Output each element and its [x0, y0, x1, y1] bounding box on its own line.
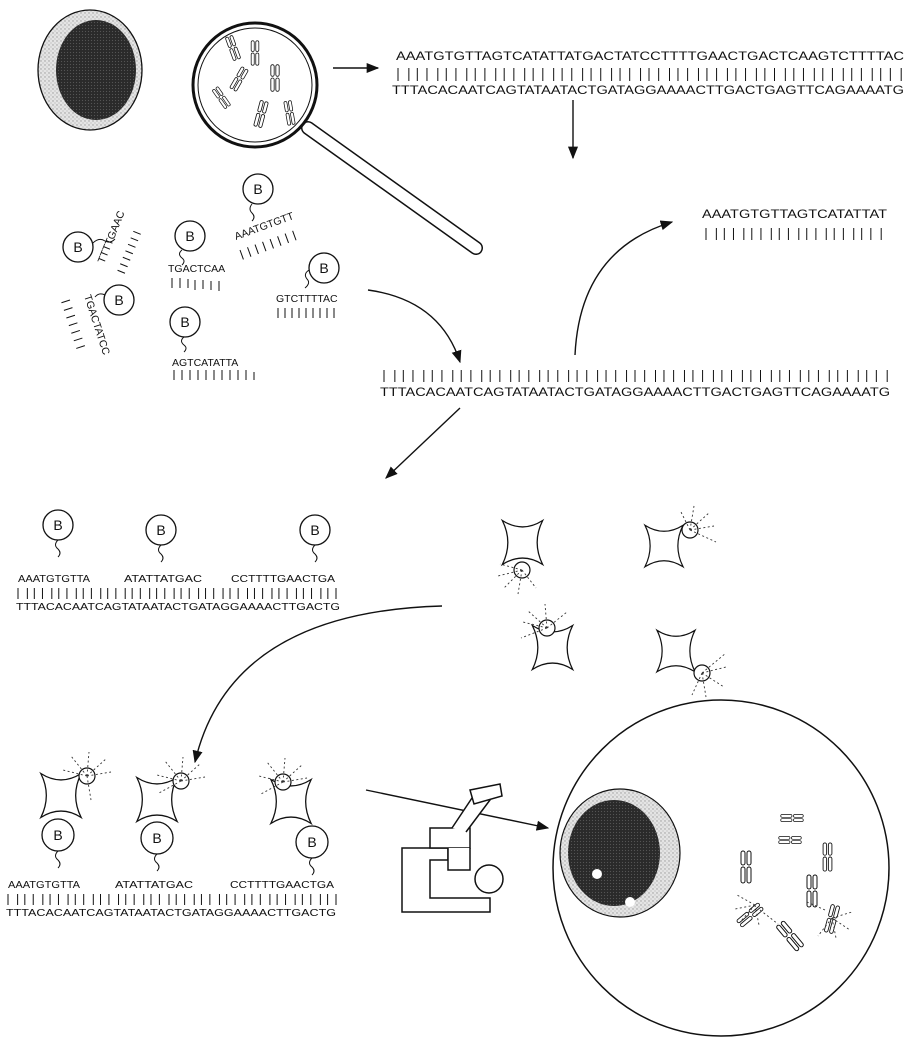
hybrid-probe-seq-1: AAATGTGTTA [18, 573, 90, 585]
svg-text:B: B [319, 260, 328, 276]
microscope-field-of-view [553, 700, 889, 1036]
svg-text:B: B [152, 830, 161, 846]
svg-text:B: B [53, 827, 62, 843]
complex-target: TTTACACAATCAGTATAATACTGATAGGAAAACTTGACTG [6, 907, 336, 919]
svg-text:B: B [73, 239, 82, 255]
svg-text:B: B [53, 517, 62, 533]
microscope-icon [402, 784, 503, 912]
svg-text:GTCTTTTAC: GTCTTTTAC [276, 293, 338, 305]
hybrid-probe-2: B [146, 515, 176, 562]
hybrid-probe-3: B [300, 515, 330, 562]
fluorescent-avidin-group [498, 506, 726, 697]
free-probe-5: B GTCTTTTAC [276, 253, 339, 318]
base-pairs-double-strand [398, 68, 901, 81]
free-probe-2: B TGACTCAA [168, 221, 225, 291]
base-pairs-hybrid [18, 588, 336, 599]
complex-probe-seq-1: AAATGTGTTA [8, 879, 80, 891]
complex-probe-seq-3: CCTTTTGAACTGA [230, 879, 334, 891]
base-pairs-target-strand [384, 370, 887, 382]
hybrid-target: TTTACACAATCAGTATAATACTGATAGGAAAACTTGACTG [16, 601, 340, 613]
free-probe-3: B AAATGTGTT [233, 174, 296, 259]
detection-complex-2: B [137, 757, 205, 871]
svg-text:AGTCATATTA: AGTCATATTA [172, 357, 238, 369]
free-probe-6: B AGTCATATTA [170, 307, 254, 380]
svg-text:B: B [185, 228, 194, 244]
arrow-hybridize [386, 408, 460, 478]
svg-text:B: B [114, 292, 123, 308]
hybrid-probe-1: B [43, 510, 73, 557]
target-strand: TTTACACAATCAGTATAATACTGATAGGAAAACTTGACTG… [380, 387, 890, 399]
svg-text:B: B [310, 522, 319, 538]
arrow-probes-to-target [368, 290, 460, 362]
genome-strand-bottom: TTTACACAATCAGTATAATACTGATAGGAAAACTTGACTG… [392, 85, 904, 97]
svg-text:B: B [180, 314, 189, 330]
free-probe-4: B TGACTATCC [61, 285, 134, 357]
cell-nucleus [38, 10, 142, 130]
detection-complex-3: B [259, 758, 328, 875]
svg-text:B: B [156, 522, 165, 538]
base-pairs-complex [8, 894, 336, 905]
svg-text:B: B [307, 834, 316, 850]
complex-probe-seq-2: ATATTATGAC [115, 879, 193, 891]
hybrid-probe-seq-2: ATATTATGAC [124, 573, 202, 585]
arrow-to-separated [575, 222, 672, 355]
base-pairs-separated-strand [706, 228, 881, 240]
hybrid-probe-seq-3: CCTTTTGAACTGA [231, 573, 335, 585]
svg-text:B: B [253, 181, 262, 197]
svg-text:TTTTGAAC: TTTTGAAC [96, 209, 128, 265]
genome-strand-top: AAATGTGTTAGTCATATTATGACTATCCTTTTGAACTGAC… [396, 51, 904, 63]
detection-complex-1: B [41, 752, 111, 868]
free-probe-1: B TTTTGAAC [63, 209, 141, 273]
separated-strand: AAATGTGTTAGTCATATTAT [702, 209, 887, 221]
arrow-avidin-to-complex [195, 606, 442, 762]
svg-text:TGACTCAA: TGACTCAA [168, 263, 225, 275]
